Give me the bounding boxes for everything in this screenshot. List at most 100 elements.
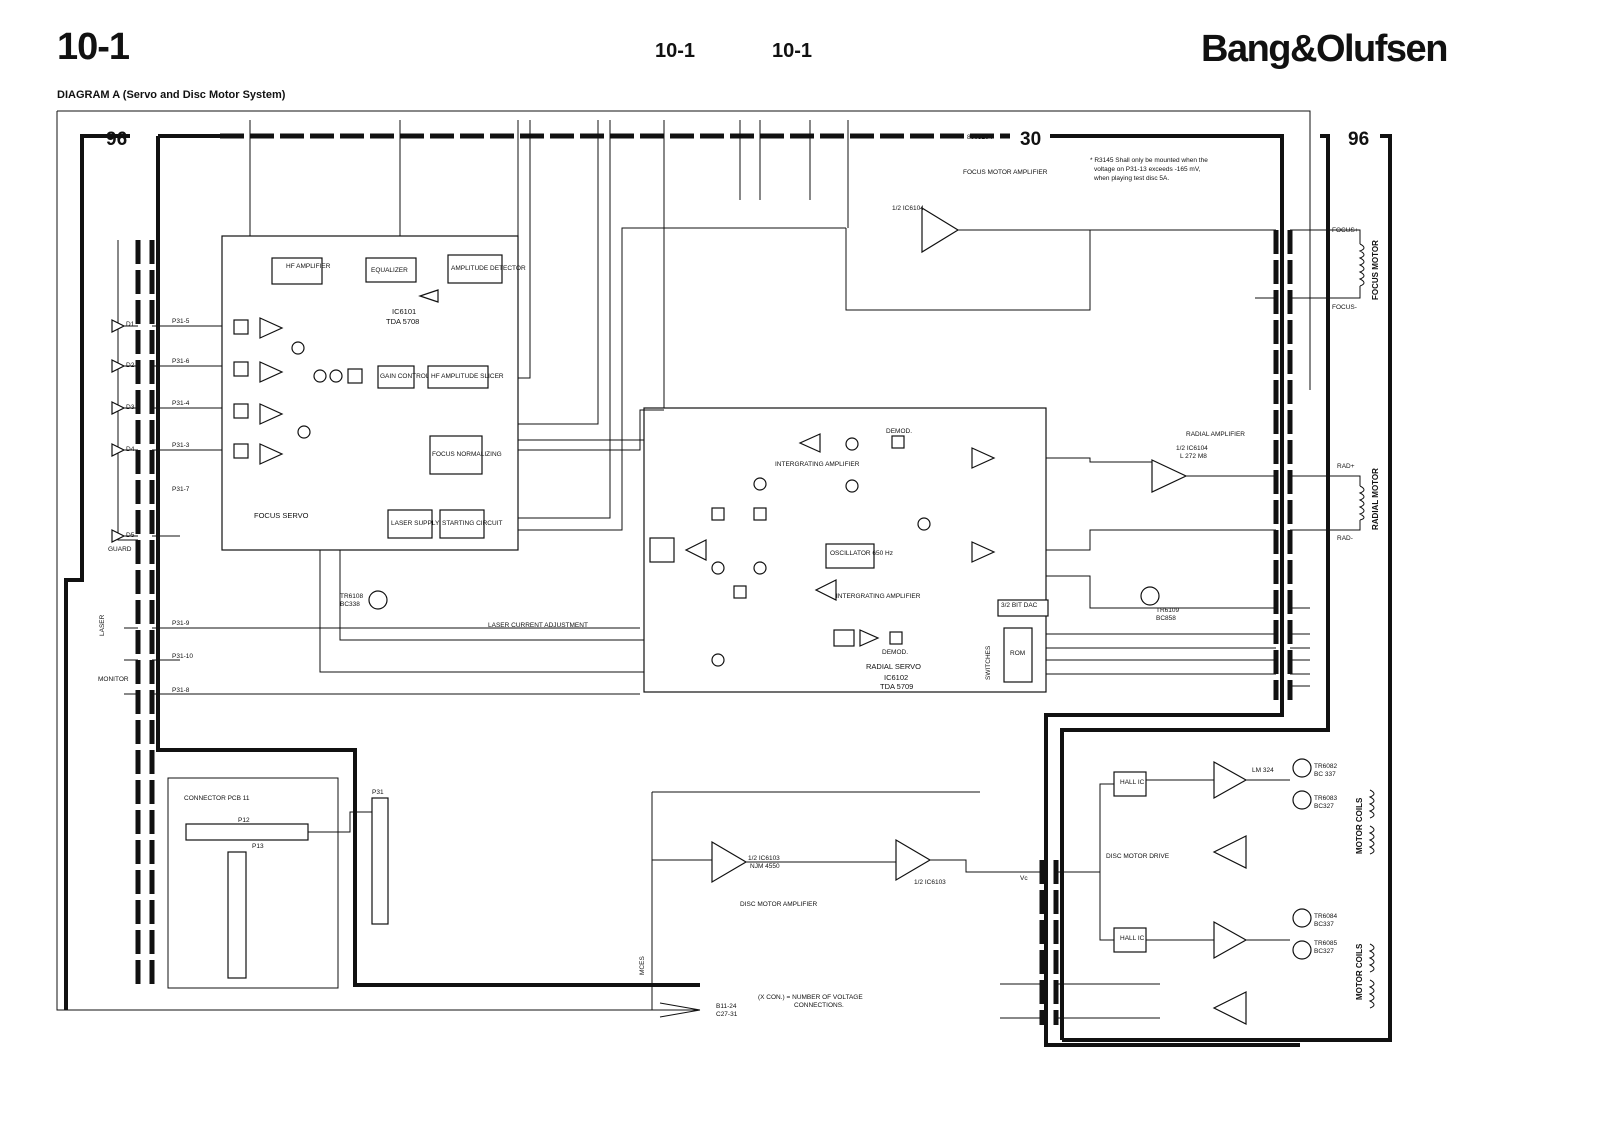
motor-coils-1-label: MOTOR COILS (1355, 797, 1364, 854)
p31-6-label: P31-6 (172, 358, 190, 365)
tr6085-label: TR6085 (1314, 940, 1338, 947)
vc-label: Vc (1020, 875, 1028, 882)
integrating-amp-2-label: INTERGRATING AMPLIFIER (836, 593, 921, 600)
ic6102-label: IC6102 (884, 673, 908, 682)
diagram-title: DIAGRAM A (Servo and Disc Motor System) (57, 89, 286, 101)
demod-1-label: DEMOD. (886, 428, 912, 435)
gain-control-label: GAIN CONTROL (380, 373, 430, 380)
radial-amp-label: RADIAL AMPLIFIER (1186, 431, 1245, 438)
disc-motor-drive-label: DISC MOTOR DRIVE (1106, 853, 1170, 860)
radial-servo-label: RADIAL SERVO (866, 662, 921, 671)
guard-label: GUARD (108, 546, 132, 553)
photodiodes: D1 D2 D3 D4 D5 GUARD P31-5 P31-6 P31-4 P… (98, 240, 640, 695)
ic6102-block: IC6102 TDA 5709 RADIAL SERVO OSCILLATOR … (643, 407, 1049, 693)
p31-5-label: P31-5 (172, 318, 190, 325)
disc-motor-amp: DISC MOTOR AMPLIFIER 1/2 IC6103 NJM 4550… (639, 792, 1040, 1010)
focus-plus-label: FOCUS+ (1332, 227, 1359, 234)
ic6103b-label: 1/2 IC6103 (914, 879, 946, 886)
tr6084-type: BC337 (1314, 921, 1334, 928)
p13-label: P13 (252, 843, 264, 850)
focus-motor-amp: FOCUS MOTOR AMPLIFIER 1/2 IC6104 FOCUS M… (892, 169, 1380, 311)
x-con-note-2: CONNECTIONS. (794, 1002, 844, 1009)
tr6083-type: BC327 (1314, 803, 1334, 810)
p31-4-label: P31-4 (172, 400, 190, 407)
tr6082-label: TR6082 (1314, 763, 1338, 770)
page-number-center-a: 10-1 (655, 40, 696, 62)
ic6101-label: IC6101 (392, 307, 416, 316)
p31-connector-label: P31 (372, 789, 384, 796)
tr6108-label: TR6108 (340, 593, 364, 600)
page-number-left: 10-1 (57, 26, 130, 68)
photodiode-d4: D4 (126, 446, 135, 453)
starting-circuit-label: STARTING CIRCUIT (442, 520, 502, 527)
rad-plus-label: RAD+ (1337, 463, 1355, 470)
radial-motor-label: RADIAL MOTOR (1371, 468, 1380, 530)
hall-ic-2-label: HALL IC (1120, 935, 1145, 942)
note-line-1: * R3145 Shall only be mounted when the (1090, 157, 1208, 164)
ic6104b-label: 1/2 IC6104 (1176, 445, 1208, 452)
left-connector-columns (135, 230, 1293, 1025)
tr6084-label: TR6084 (1314, 913, 1338, 920)
drawing-number: 8005204 (967, 134, 993, 141)
connector-pcb-label: CONNECTOR PCB 11 (184, 795, 250, 802)
connector-pcb-11: CONNECTOR PCB 11 P12 P13 P31 (167, 777, 389, 989)
brand-logo: Bang&Olufsen (1201, 28, 1448, 70)
hf-slicer-label: HF AMPLITUDE SLICER (431, 373, 504, 380)
rad-minus-label: RAD- (1337, 535, 1353, 542)
tr6109-type: BC858 (1156, 615, 1176, 622)
r3145-note: * R3145 Shall only be mounted when the v… (1090, 157, 1208, 182)
ic6102-type: TDA 5709 (880, 682, 913, 691)
equalizer-label: EQUALIZER (371, 267, 408, 274)
page-number-center-b: 10-1 (772, 40, 813, 62)
board-30-label: 30 (1020, 129, 1041, 150)
board-96-right-label: 96 (1348, 129, 1369, 150)
board-96-left: 96 (64, 129, 700, 1010)
outer-frame (56, 110, 1311, 1018)
photodiode-d5: D5 (126, 532, 135, 539)
p31-8-label: P31-8 (172, 687, 190, 694)
focus-motor-amp-label: FOCUS MOTOR AMPLIFIER (963, 169, 1048, 176)
amplitude-detector-label: AMPLITUDE DETECTOR (451, 265, 526, 272)
note-line-2: voltage on P31-13 exceeds -165 mV, (1094, 166, 1201, 173)
photodiode-d1: D1 (126, 321, 135, 328)
l272m8-label: L 272 M8 (1180, 453, 1207, 460)
board-30-outline: 30 8005204 (220, 129, 1300, 1047)
focus-servo-label: FOCUS SERVO (254, 511, 309, 520)
b11-24-label: B11-24 (716, 1003, 737, 1010)
focus-normalizing-label: FOCUS NORMALIZING (432, 451, 502, 458)
bottom-note: (X CON.) = NUMBER OF VOLTAGE CONNECTIONS… (716, 994, 863, 1018)
radial-amp: RADIAL AMPLIFIER 1/2 IC6104 L 272 M8 RAD… (1151, 431, 1380, 542)
focus-minus-label: FOCUS- (1332, 304, 1357, 311)
tr6109-label: TR6109 (1156, 607, 1180, 614)
lm324-label: LM 324 (1252, 767, 1274, 774)
ic6101-block: IC6101 TDA 5708 FOCUS SERVO HF AMPLIFIER… (221, 235, 526, 551)
c27-31-label: C27-31 (716, 1011, 738, 1018)
tr6083-label: TR6083 (1314, 795, 1338, 802)
laser-current-label: LASER CURRENT ADJUSTMENT (488, 622, 588, 629)
photodiode-d3: D3 (126, 404, 135, 411)
hf-amplifier-label: HF AMPLIFIER (286, 263, 331, 270)
laser-supply-label: LASER SUPPLY (391, 520, 440, 527)
board-96-right: 96 (1060, 129, 1392, 1042)
switches-label: SWITCHES (985, 645, 992, 680)
p31-3-label: P31-3 (172, 442, 190, 449)
njm4550-label: NJM 4550 (750, 863, 780, 870)
hall-ic-1-label: HALL IC (1120, 779, 1145, 786)
board-96-left-label: 96 (106, 129, 127, 150)
transistors: TR6108 BC338 TR6109 BC858 TR6082 BC 337 … (340, 586, 1338, 955)
ic6103a-label: 1/2 IC6103 (748, 855, 780, 862)
p31-10-label: P31-10 (172, 653, 193, 660)
x-con-note-1: (X CON.) = NUMBER OF VOLTAGE (758, 994, 863, 1001)
wiring (249, 120, 1310, 1019)
integrating-amp-1-label: INTERGRATING AMPLIFIER (775, 461, 860, 468)
rom-label: ROM (1010, 650, 1025, 657)
motor-coils-2-label: MOTOR COILS (1355, 943, 1364, 1000)
oscillator-label: OSCILLATOR 650 Hz (830, 550, 893, 557)
note-line-3: when playing test disc 5A. (1093, 175, 1169, 182)
p31-7-label: P31-7 (172, 486, 190, 493)
ic6101-type: TDA 5708 (386, 317, 419, 326)
tr6082-type: BC 337 (1314, 771, 1336, 778)
ic6104a-label: 1/2 IC6104 (892, 205, 924, 212)
focus-motor-label: FOCUS MOTOR (1371, 240, 1380, 300)
